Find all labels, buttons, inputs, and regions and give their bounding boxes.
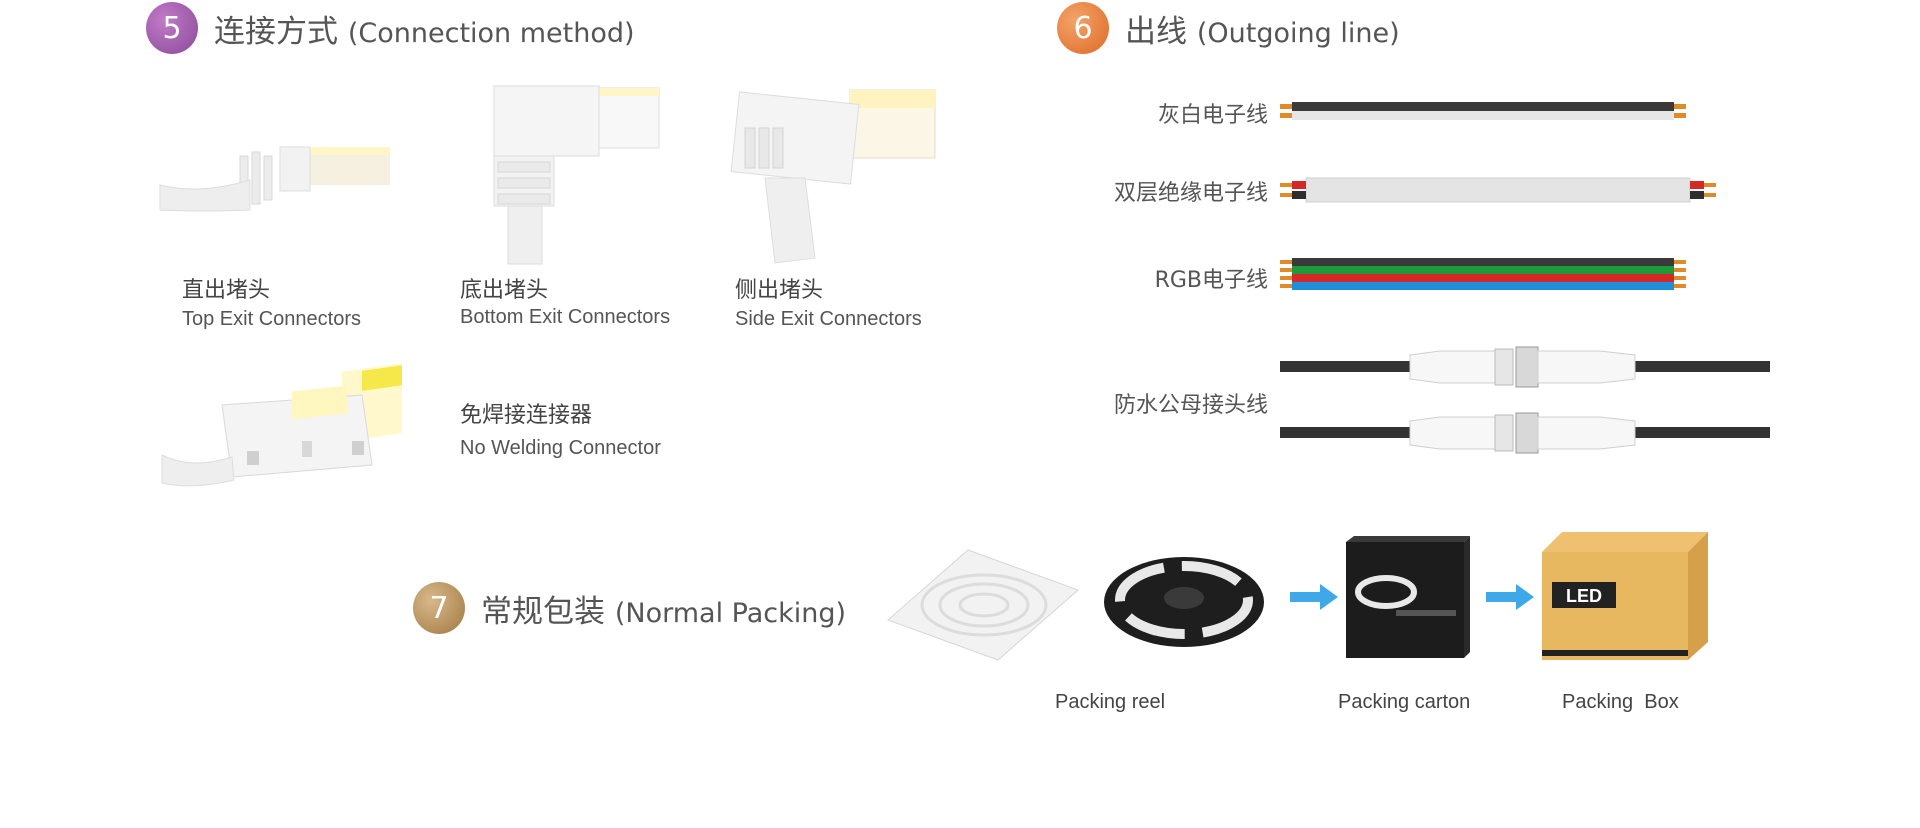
arrow-right-icon: [1486, 584, 1534, 610]
section-7-title-cn: 常规包装: [481, 593, 605, 630]
connector-label-top-exit: 直出堵头 Top Exit Connectors: [182, 272, 361, 331]
arrow-right-icon: [1290, 584, 1338, 610]
section-7-title-en: (Normal Packing): [614, 597, 847, 629]
section-5-heading: 连接方式 (Connection method): [214, 6, 635, 51]
connector-en-label: Side Exit Connectors: [735, 308, 922, 330]
side-exit-connector-icon: [730, 89, 936, 264]
packing-box-icon: LED: [1542, 532, 1708, 660]
section-7-heading: 常规包装 (Normal Packing): [481, 586, 846, 631]
packing-box-label: Packing Box: [1562, 691, 1679, 713]
wire-label-gray-white: 灰白电子线: [1157, 103, 1268, 128]
packing-reel-label: Packing reel: [1055, 691, 1166, 713]
connector-label-no-welding: 免焊接连接器 No Welding Connector: [460, 397, 661, 460]
section-6-heading: 出线 (Outgoing line): [1125, 6, 1400, 51]
wire-label-double-insulated: 双层绝缘电子线: [1113, 181, 1268, 206]
no-welding-connector-icon: [161, 363, 402, 487]
section-5-title-en: (Connection method): [347, 17, 635, 49]
connector-cn-label: 底出堵头: [460, 278, 549, 303]
waterproof-male-female-connector-wire-icon: [1280, 346, 1770, 454]
section-5-title: 5 连接方式 (Connection method): [146, 2, 635, 54]
wire-label-rgb: RGB电子线: [1154, 268, 1268, 293]
connector-label-bottom-exit: 底出堵头 Bottom Exit Connectors: [460, 272, 670, 329]
section-6-number: 6: [1057, 2, 1109, 54]
double-insulated-wire-icon: [1280, 177, 1716, 203]
rgb-wire-icon: [1280, 258, 1686, 290]
section-6-title: 6 出线 (Outgoing line): [1057, 2, 1400, 54]
packing-carton-label: Packing carton: [1338, 691, 1471, 713]
bottom-exit-connector-icon: [493, 85, 660, 265]
section-6-title-cn: 出线: [1125, 13, 1187, 50]
section-7-title: 7 常规包装 (Normal Packing): [413, 582, 846, 634]
packing-carton-icon: [1346, 536, 1470, 658]
connector-en-label: No Welding Connector: [460, 437, 661, 459]
section-6-title-en: (Outgoing line): [1196, 17, 1400, 49]
connector-en-label: Top Exit Connectors: [182, 308, 361, 330]
section-5-number: 5: [146, 2, 198, 54]
gray-white-wire-icon: [1280, 102, 1686, 120]
section-5-title-cn: 连接方式: [214, 13, 338, 50]
wire-label-waterproof: 防水公母接头线: [1113, 393, 1268, 418]
connector-en-label: Bottom Exit Connectors: [460, 306, 671, 328]
connector-cn-label: 免焊接连接器: [460, 403, 593, 428]
packing-reel-icon: [887, 549, 1264, 661]
section-7-number: 7: [413, 582, 465, 634]
connector-cn-label: 侧出堵头: [735, 278, 824, 303]
connector-label-side-exit: 侧出堵头 Side Exit Connectors: [735, 272, 922, 331]
box-led-text: LED: [1566, 586, 1602, 606]
connector-cn-label: 直出堵头: [182, 278, 271, 303]
top-exit-connector-icon: [159, 146, 390, 212]
